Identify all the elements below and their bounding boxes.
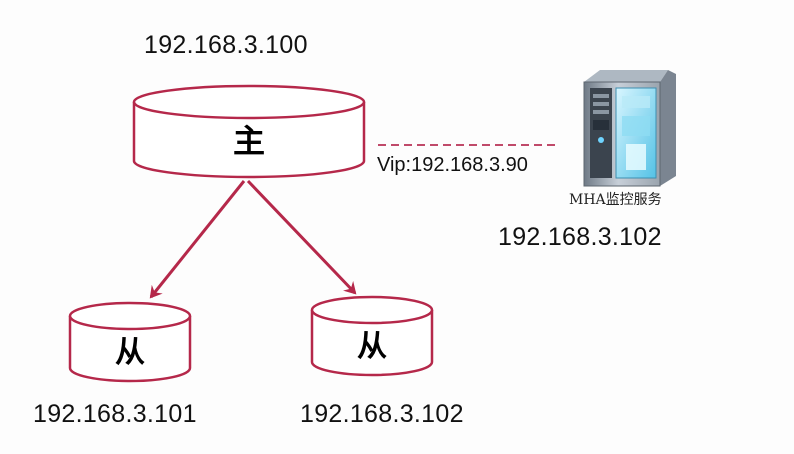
slave-db-label-1: 从	[115, 335, 145, 370]
master-ip-label: 192.168.3.100	[144, 31, 308, 59]
master-db-cylinder	[132, 84, 366, 179]
vip-label: Vip:192.168.3.90	[377, 154, 528, 176]
slave-db-cylinder-2	[310, 295, 434, 377]
mha-monitor-caption: MHA监控服务	[569, 192, 662, 208]
slave-ip-label-1: 192.168.3.101	[33, 400, 197, 428]
master-db-label: 主	[232, 122, 265, 160]
slave-db-cylinder-1	[68, 301, 192, 383]
slave-ip-label-2: 192.168.3.102	[300, 400, 464, 428]
slave-db-label-2: 从	[357, 329, 387, 364]
replication-arrow-2	[246, 179, 357, 295]
replication-arrow-1	[149, 180, 246, 299]
mha-monitor-ip-label: 192.168.3.102	[498, 223, 662, 251]
server-tower-icon	[583, 70, 676, 187]
